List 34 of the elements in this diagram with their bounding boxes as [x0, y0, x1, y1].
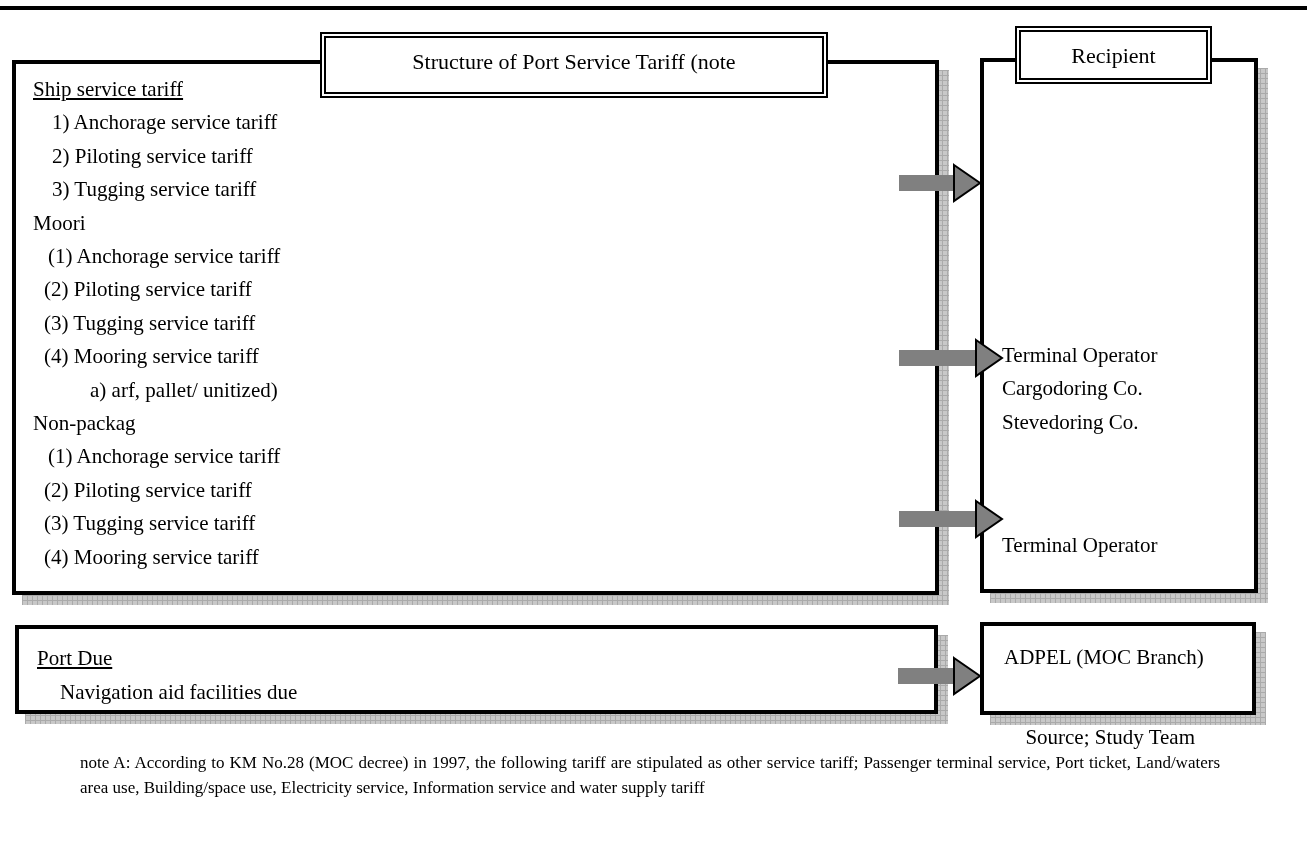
section-heading: Ship service tariff: [33, 76, 184, 102]
list-item: (4) Mooring service tariff: [44, 543, 259, 570]
source-note: Source; Study Team: [1025, 724, 1195, 750]
footnote: note A: According to KM No.28 (MOC decree) in 1997, the following tariff are stipulated as other service tariff; Passenger terminal service, Port ticket, Land/waters area use, Building/space use, Electricity service, Information service and water supply tariff: [80, 752, 1220, 799]
panel-title: Recipient: [1015, 26, 1212, 84]
section-heading: Port Due: [37, 645, 113, 671]
panel-title: Structure of Port Service Tariff (note: [320, 32, 828, 98]
section-heading: Moori: [33, 209, 86, 236]
recipient-name: ADPEL (MOC Branch): [1004, 644, 1205, 671]
recipient-name: Terminal Operator: [1002, 342, 1158, 368]
list-item: (2) Piloting service tariff: [44, 476, 252, 503]
list-item: (4) Mooring service tariff: [44, 343, 259, 370]
list-item: Navigation aid facilities due: [60, 679, 298, 705]
list-item: (3) Tugging service tariff: [44, 510, 256, 537]
port-due-panel: [15, 625, 950, 726]
list-item: (3) Tugging service tariff: [44, 309, 256, 336]
section-heading: Non-packag: [33, 410, 136, 436]
list-item: (2) Piloting service tariff: [44, 276, 252, 303]
list-item: (1) Anchorage service tariff: [48, 243, 281, 269]
arrow: [899, 500, 1003, 538]
recipient-name: Cargodoring Co.: [1002, 375, 1143, 402]
arrow: [899, 164, 981, 202]
recipient-name: Stevedoring Co.: [1002, 408, 1139, 435]
list-item: (1) Anchorage service tariff: [48, 443, 281, 470]
tariff-structure-panel: [12, 30, 952, 605]
list-item: 3) Tugging service tariff: [52, 176, 257, 203]
recipient-box: [980, 622, 1268, 725]
list-item: 2) Piloting service tariff: [52, 142, 253, 169]
list-item: 1) Anchorage service tariff: [52, 109, 278, 136]
list-item: a) arf, pallet/ unitized): [90, 376, 278, 403]
recipient-name: Terminal Operator: [1002, 532, 1158, 558]
recipient-panel: [978, 26, 1270, 605]
arrow: [899, 339, 1003, 377]
arrow: [898, 657, 981, 695]
